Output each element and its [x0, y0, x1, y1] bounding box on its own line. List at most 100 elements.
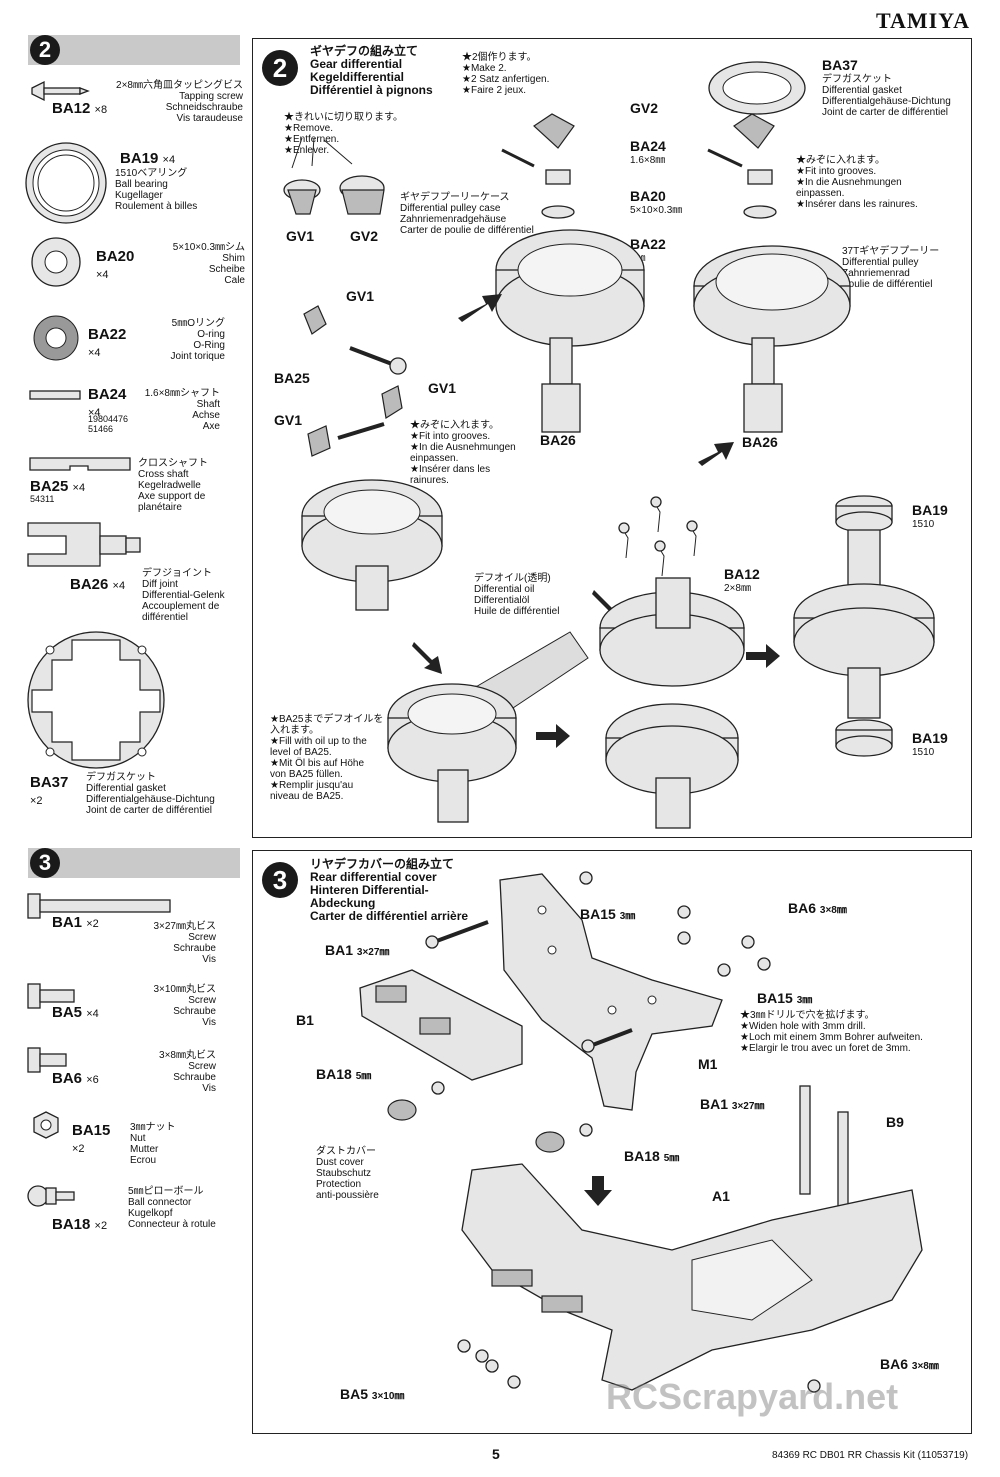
part-ba26-desc: デフジョイント Diff joint Differential-Gelenk A… [142, 568, 225, 623]
ba6-screws-icon [677, 905, 821, 1393]
b1-bracket-icon [359, 969, 523, 1081]
ba25-cross-shaft-icon [29, 457, 131, 471]
rear-differential-cover-icon [499, 873, 723, 1111]
step-2-number: 2 [30, 35, 60, 65]
ba12-screw-icon [31, 80, 90, 102]
label-ba18-top: BA18 5㎜ [316, 1066, 372, 1082]
label-ba20: BA20 [630, 188, 666, 204]
label-ba19-bottom-size: 1510 [912, 747, 935, 758]
ba26-diff-joint-icon [27, 522, 141, 567]
ba5-screws-icon [457, 1339, 521, 1389]
step-2-parts-illustrations [25, 80, 165, 769]
step-2-parts-header [28, 35, 240, 65]
part-ba22-code: BA22×4 [88, 326, 127, 359]
part-ba6-desc: 3×8㎜丸ビス Screw Schraube Vis [159, 1050, 216, 1094]
ba15-nut-icon [33, 1111, 59, 1139]
step-2-oil-label: デフオイル(透明) Differential oil Differentialö… [474, 573, 560, 617]
label-b9: B9 [886, 1114, 904, 1130]
label-m1: M1 [698, 1056, 718, 1072]
ba18-ball-connectors-icon [431, 1081, 593, 1137]
part-ba24-code: BA24×4 [88, 386, 127, 419]
b9-posts-icon [799, 1085, 849, 1221]
label-ba24-size: 1.6×8㎜ [630, 155, 666, 166]
ba26-joint-right-icon [743, 337, 783, 433]
label-ba12: BA12 [724, 566, 760, 582]
part-ba26-code: BA26 ×4 [70, 576, 126, 593]
gv2-pinion-left-icon [533, 113, 575, 149]
step-2-title: ギヤデフの組み立て Gear differential Kegeldiffere… [310, 44, 433, 97]
part-ba24-sub: 19804476 51466 [88, 414, 129, 434]
gv2-pinion-right-icon [733, 113, 775, 149]
label-ba18-mid: BA18 5㎜ [624, 1148, 680, 1164]
part-ba5-desc: 3×10㎜丸ビス Screw Schraube Vis [153, 984, 216, 1028]
label-gv2-top: GV2 [630, 100, 659, 116]
ba5-screw-icon [27, 983, 75, 1009]
diff-final-assembly-icon [793, 495, 935, 757]
label-ba20-size: 5×10×0.3㎜ [630, 205, 683, 216]
label-ba6-bottom: BA6 3×8㎜ [880, 1356, 939, 1372]
ba37-gasket-icon [27, 631, 165, 769]
brand-logo: TAMIYA [875, 8, 970, 33]
label-ba19-bottom: BA19 [912, 730, 948, 746]
step-2-grooves-note-left: ★みぞに入れます。 ★Fit into grooves. ★In die Aus… [410, 420, 516, 486]
label-ba1-top: BA1 3×27㎜ [325, 942, 390, 958]
label-ba19-top-size: 1510 [912, 519, 935, 530]
diff-housing-icon [301, 479, 443, 611]
arrow-icon [746, 644, 780, 668]
part-ba37-desc: デフガスケット Differential gasket Differential… [86, 772, 215, 816]
step-2-diagram [283, 61, 935, 829]
ba20-shim-icon [31, 237, 81, 287]
step-2-panel-number: 2 [262, 50, 298, 86]
step-2-make-2-note: ★2個作ります。 ★Make 2. ★2 Satz anfertigen. ★F… [462, 52, 550, 96]
part-ba19-desc: 1510ベアリング Ball bearing Kugellager Roulem… [115, 168, 198, 212]
label-ba19-top: BA19 [912, 502, 948, 518]
step-2-case-label: ギヤデフプーリーケース Differential pulley case Zah… [400, 192, 534, 236]
part-ba5-code: BA5 ×4 [52, 1004, 99, 1021]
label-ba24: BA24 [630, 138, 666, 154]
label-ba37: BA37 [822, 57, 858, 73]
part-ba22-desc: 5㎜Oリング O-ring O-Ring Joint torique [170, 318, 225, 362]
part-ba1-desc: 3×27㎜丸ビス Screw Schraube Vis [153, 921, 216, 965]
ba1-screw-icon [27, 893, 171, 919]
label-gv1-b: GV1 [428, 380, 457, 396]
gv2-gear-icon [339, 175, 385, 215]
step-3-parts-illustrations [27, 893, 171, 1207]
diff-pulley-icon [693, 245, 851, 347]
label-gv1-a: GV1 [346, 288, 375, 304]
label-ba15-top: BA15 3㎜ [580, 906, 636, 922]
label-ba15-mid: BA15 3㎜ [757, 990, 813, 1006]
diff-assembly-exploded-icon [599, 577, 745, 829]
step-3-diagram [359, 871, 923, 1393]
part-ba18-desc: 5㎜ピローボール Ball connector Kugelkopf Connec… [128, 1186, 216, 1230]
ba15-nuts-icon [579, 871, 771, 971]
part-ba15-desc: 3㎜ナット Nut Mutter Ecrou [130, 1122, 176, 1166]
ba6-screw-icon [27, 1047, 67, 1073]
page-number: 5 [492, 1446, 500, 1462]
arrow-icon [536, 724, 570, 748]
label-ba22: BA22 [630, 236, 666, 252]
label-gv2: GV2 [350, 228, 379, 244]
dust-cover-icon [387, 1099, 565, 1153]
step-2-pulley-label: 37Tギヤデフプーリー Differential pulley Zahnriem… [842, 246, 940, 290]
part-ba12-desc: 2×8㎜六角皿タッピングビス Tapping screw Schneidschr… [116, 80, 243, 124]
part-ba12-code: BA12 ×8 [52, 100, 108, 117]
part-ba20-desc: 5×10×0.3㎜シム Shim Scheibe Cale [172, 242, 245, 286]
part-ba19-code: BA19 ×4 [120, 150, 176, 167]
arrow-icon [458, 294, 502, 322]
watermark: RCScrapyard.net [606, 1376, 899, 1417]
footer-kit-name: 84369 RC DB01 RR Chassis Kit (11053719) [772, 1450, 969, 1461]
arrow-icon [412, 642, 442, 674]
label-gv1-c: GV1 [274, 412, 303, 428]
label-b1: B1 [296, 1012, 314, 1028]
part-ba15-code: BA15×2 [72, 1122, 111, 1155]
ba12-screws-icon [618, 496, 698, 577]
label-ba5: BA5 3×10㎜ [340, 1386, 405, 1402]
label-ba1-mid: BA1 3×27㎜ [700, 1096, 765, 1112]
step-3-dust-cover-label: ダストカバー Dust cover Staubschutz Protection… [316, 1146, 379, 1201]
step-3-parts-header [28, 848, 240, 878]
ba18-ball-connector-icon [27, 1185, 75, 1207]
label-ba12-size: 2×8㎜ [724, 583, 751, 594]
step-2-grooves-note-right: ★みぞに入れます。 ★Fit into grooves. ★In die Aus… [796, 155, 918, 210]
part-ba6-code: BA6 ×6 [52, 1070, 99, 1087]
step-3-widen-note: ★3㎜ドリルで穴を拡げます。 ★Widen hole with 3mm dril… [740, 1010, 923, 1054]
